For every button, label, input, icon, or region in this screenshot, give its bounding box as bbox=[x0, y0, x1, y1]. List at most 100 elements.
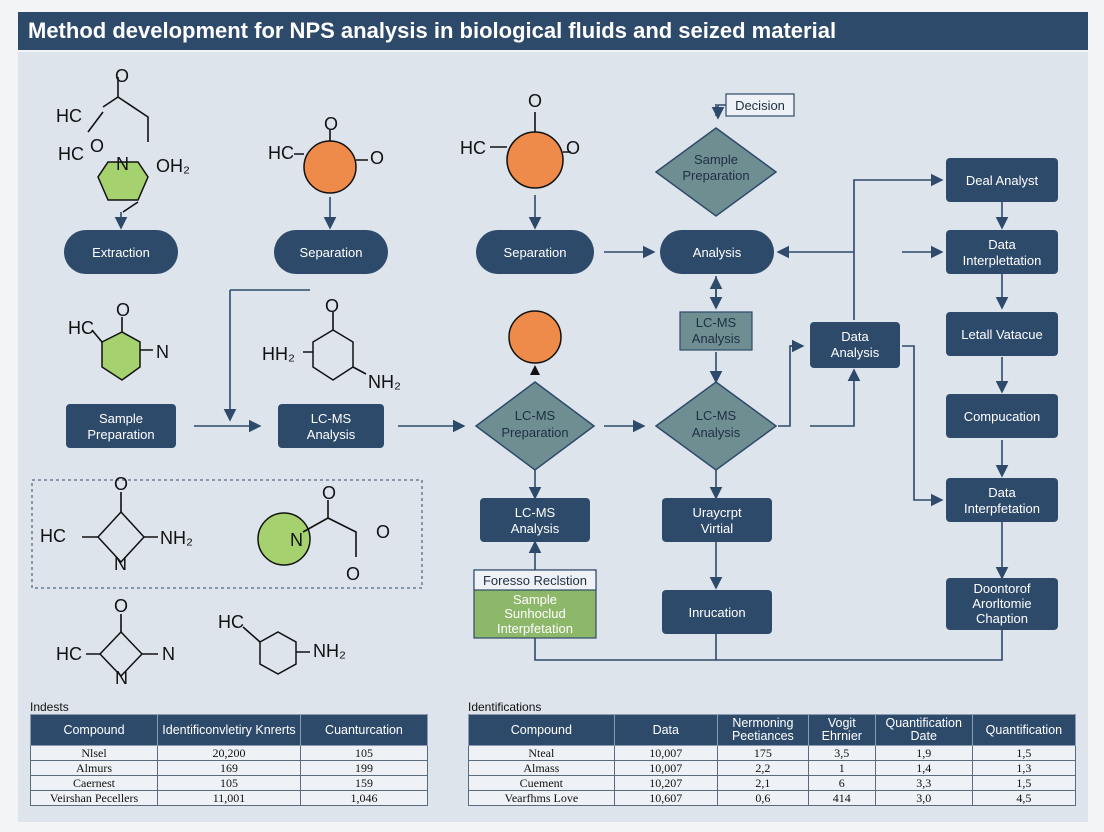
svg-text:Deal Analyst: Deal Analyst bbox=[966, 173, 1039, 188]
data-interpretation-box-2[interactable]: Data Interpfetation bbox=[946, 478, 1058, 522]
table-row: Nteal 10,007 175 3,5 1,9 1,5 bbox=[468, 745, 1077, 761]
svg-text:Data: Data bbox=[988, 485, 1016, 500]
m5-h2: HH₂ bbox=[262, 344, 295, 364]
molecule-1: HC O HC O N OH₂ bbox=[56, 66, 190, 213]
svg-text:Interpfetation: Interpfetation bbox=[964, 501, 1040, 516]
table-row: Vearfhms Love 10,607 0,6 414 3,0 4,5 bbox=[468, 790, 1077, 806]
m2-hc: HC bbox=[268, 143, 294, 163]
svg-text:Preparation: Preparation bbox=[87, 427, 154, 442]
data-analysis-box[interactable]: Data Analysis bbox=[810, 322, 900, 368]
m1-n: N bbox=[116, 154, 129, 174]
m6-hc: HC bbox=[40, 526, 66, 546]
svg-text:Virtial: Virtial bbox=[701, 521, 733, 536]
lcms-analysis-diamond[interactable]: LC-MS Analysis bbox=[654, 381, 778, 471]
compucation-box[interactable]: Compucation bbox=[946, 394, 1058, 438]
svg-text:LC-MS: LC-MS bbox=[515, 408, 556, 423]
m8-n-bottom: N bbox=[115, 668, 128, 688]
m4-n: N bbox=[156, 342, 169, 362]
diagram-panel: HC O HC O N OH₂ O HC O O HC O bbox=[18, 52, 1088, 822]
m7-o-right: O bbox=[376, 522, 390, 542]
svg-text:LC-MS: LC-MS bbox=[696, 315, 737, 330]
svg-text:Analysis: Analysis bbox=[692, 425, 741, 440]
deal-analyst-box[interactable]: Deal Analyst bbox=[946, 158, 1058, 202]
svg-text:Uraycrpt: Uraycrpt bbox=[692, 505, 742, 520]
table-row: Nlsel 20,200 105 bbox=[29, 745, 429, 761]
m7-o-bottom: O bbox=[346, 564, 360, 584]
orange-node-pointer bbox=[530, 365, 540, 375]
table2-header-quantification: Quantification bbox=[971, 714, 1077, 746]
forensic-line-1: Sample bbox=[513, 592, 557, 607]
separation-node-2[interactable]: Separation bbox=[476, 230, 594, 274]
svg-text:Interplettation: Interplettation bbox=[963, 253, 1042, 268]
sample-prep-diamond[interactable]: Sample Preparation bbox=[654, 127, 778, 217]
svg-text:Analysis: Analysis bbox=[692, 331, 741, 346]
separation-node-1[interactable]: Separation bbox=[274, 230, 388, 274]
forensic-box[interactable]: Foresso Reclstion Sample Sunhoclud Inter… bbox=[473, 569, 597, 639]
molecule-7: O N O O bbox=[257, 483, 390, 584]
m1-oh2: OH₂ bbox=[156, 156, 190, 176]
svg-text:Data: Data bbox=[988, 237, 1016, 252]
svg-text:Preparation: Preparation bbox=[501, 425, 568, 440]
lcms-small-box[interactable]: LC-MS Analysis bbox=[679, 311, 753, 351]
lcms-box-1[interactable]: LC-MS Analysis bbox=[278, 404, 384, 448]
instruction-box[interactable]: Inrucation bbox=[662, 590, 772, 634]
svg-text:Separation: Separation bbox=[504, 245, 567, 260]
svg-text:LC-MS: LC-MS bbox=[515, 505, 556, 520]
table-row: Cuement 10,207 2,1 6 3,3 1,5 bbox=[468, 775, 1077, 791]
m4-hc: HC bbox=[68, 318, 94, 338]
svg-text:Preparation: Preparation bbox=[682, 168, 749, 183]
m7-o-top: O bbox=[322, 483, 336, 503]
m8-hc: HC bbox=[56, 644, 82, 664]
svg-text:Inrucation: Inrucation bbox=[688, 605, 745, 620]
m3-o-top: O bbox=[528, 91, 542, 111]
m2-o-top: O bbox=[324, 114, 338, 134]
page-title: Method development for NPS analysis in b… bbox=[18, 12, 1088, 50]
decision-box[interactable]: Decision bbox=[725, 93, 795, 117]
lcms-prep-diamond[interactable]: LC-MS Preparation bbox=[474, 381, 596, 471]
m1-o-left: O bbox=[90, 136, 104, 156]
svg-text:Sample: Sample bbox=[694, 152, 738, 167]
forensic-line-2: Sunhoclud bbox=[504, 606, 565, 621]
flow-edges bbox=[114, 104, 1009, 661]
extraction-node[interactable]: Extraction bbox=[64, 230, 178, 274]
svg-text:Analysis: Analysis bbox=[307, 427, 356, 442]
m2-o-right: O bbox=[370, 148, 384, 168]
m5-o: O bbox=[325, 296, 339, 316]
molecule-6: O HC NH₂ N bbox=[40, 474, 193, 574]
analysis-node[interactable]: Analysis bbox=[660, 230, 774, 274]
m6-n: N bbox=[114, 554, 127, 574]
molecule-9: HC NH₂ bbox=[218, 612, 346, 675]
svg-text:Sample: Sample bbox=[99, 411, 143, 426]
data-interpretation-box-1[interactable]: Data Interplettation bbox=[946, 230, 1058, 274]
molecule-8: O HC N N bbox=[56, 596, 175, 688]
m4-o: O bbox=[116, 300, 130, 320]
sample-prep-box[interactable]: Sample Preparation bbox=[66, 404, 176, 448]
lcms-box-2[interactable]: LC-MS Analysis bbox=[480, 498, 590, 542]
m6-o: O bbox=[114, 474, 128, 494]
svg-text:Compucation: Compucation bbox=[964, 409, 1041, 424]
letall-vatacue-box[interactable]: Letall Vatacue bbox=[946, 312, 1058, 356]
table2-header-nermoning: Nermoning Peetiances bbox=[716, 714, 809, 746]
table2-header-data: Data bbox=[613, 714, 718, 746]
svg-text:Arorltomie: Arorltomie bbox=[972, 596, 1031, 611]
m9-hc: HC bbox=[218, 612, 244, 632]
doctor-box[interactable]: Doontorof Arorltomie Chaption bbox=[946, 578, 1058, 630]
table1-header-identification: Identificonvletiry Knrerts bbox=[157, 714, 301, 746]
uraycrpt-box[interactable]: Uraycrpt Virtial bbox=[662, 498, 772, 542]
m5-nh2: NH₂ bbox=[368, 372, 401, 392]
molecule-2: O HC O bbox=[268, 114, 384, 194]
m1-hc-top: HC bbox=[56, 106, 82, 126]
svg-text:Decision: Decision bbox=[735, 98, 785, 113]
table-row: Almurs 169 199 bbox=[29, 760, 429, 776]
m3-hc: HC bbox=[460, 138, 486, 158]
svg-text:LC-MS: LC-MS bbox=[696, 408, 737, 423]
forensic-header: Foresso Reclstion bbox=[483, 573, 587, 588]
table1-header-compound: Compound bbox=[29, 714, 159, 746]
svg-text:Analysis: Analysis bbox=[831, 345, 880, 360]
svg-text:Analysis: Analysis bbox=[693, 245, 742, 260]
m3-o-right: O bbox=[566, 138, 580, 158]
svg-text:Letall Vatacue: Letall Vatacue bbox=[961, 327, 1042, 342]
table-row: Almass 10,007 2,2 1 1,4 1,3 bbox=[468, 760, 1077, 776]
m9-nh2: NH₂ bbox=[313, 641, 346, 661]
